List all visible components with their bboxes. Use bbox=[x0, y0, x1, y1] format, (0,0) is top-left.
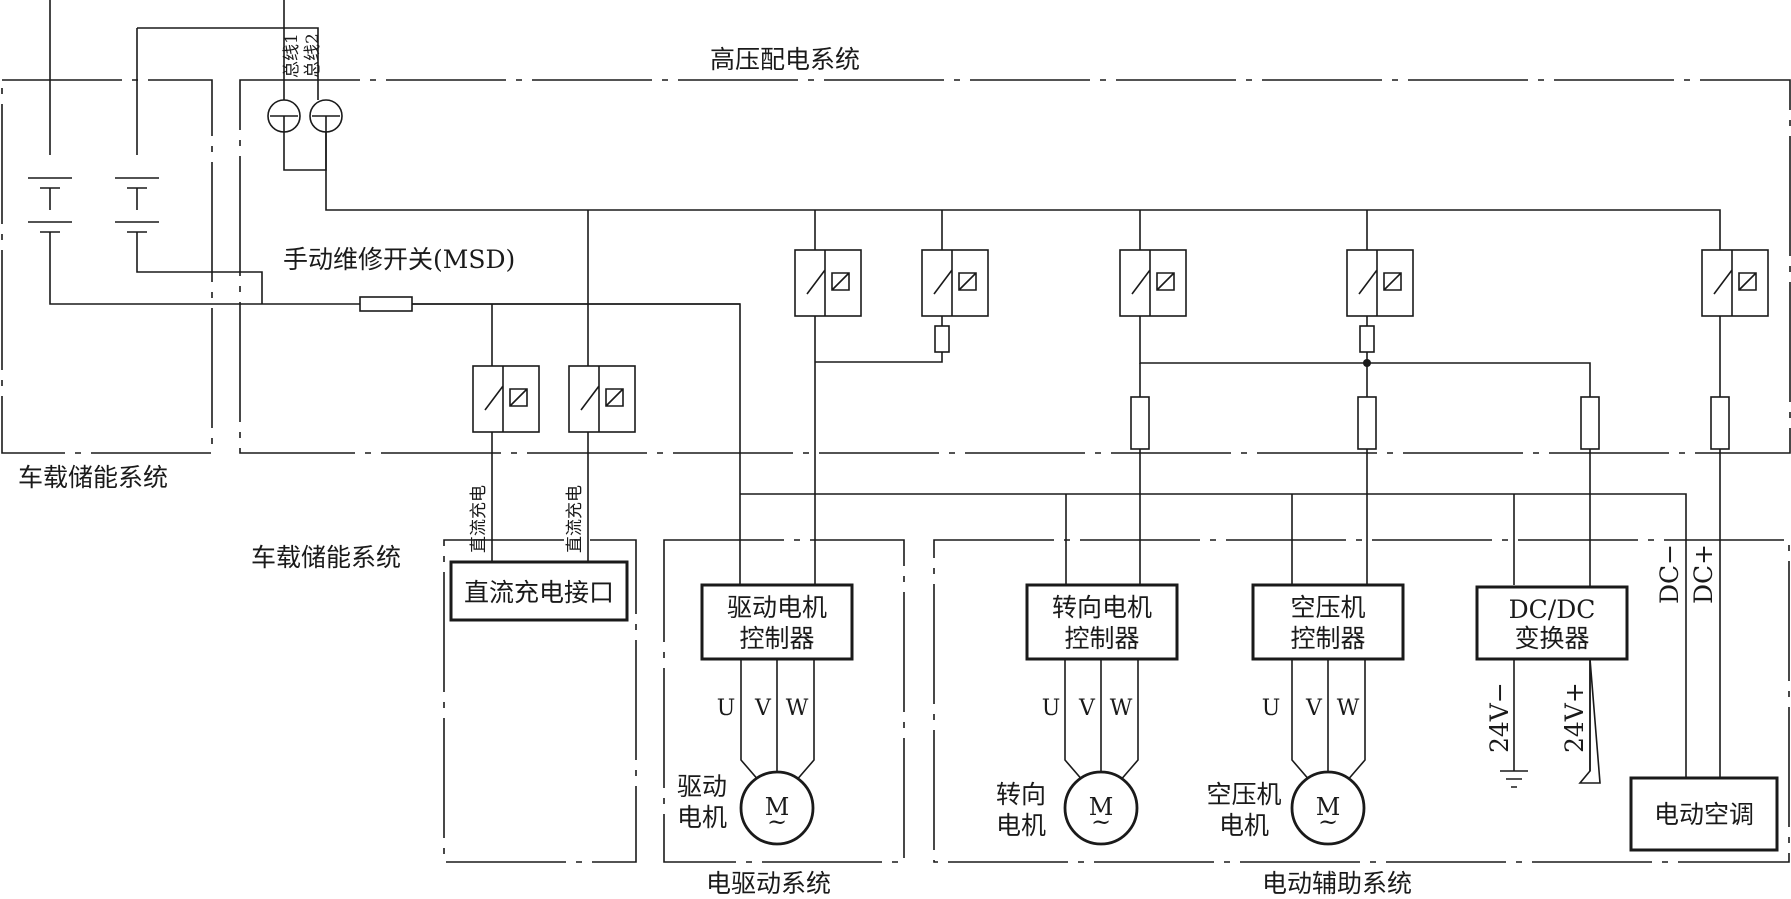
drive-system-title: 电驱动系统 bbox=[706, 869, 831, 898]
supply-arrow-icon bbox=[1578, 658, 1601, 784]
storage-title-top: 车载储能系统 bbox=[18, 463, 168, 492]
hv-negative-bus bbox=[740, 493, 1687, 778]
drive-motor-symbol: M bbox=[765, 793, 790, 821]
precharge-link-drive bbox=[815, 352, 943, 363]
storage-title-bottom: 车载储能系统 bbox=[251, 543, 401, 572]
msd-fuse bbox=[359, 296, 413, 312]
steer-motor-symbol: M bbox=[1089, 793, 1114, 821]
comp-motor-symbol: M bbox=[1316, 793, 1341, 821]
hv-distribution-title: 高压配电系统 bbox=[710, 45, 860, 74]
hv-distribution-boundary bbox=[239, 79, 1791, 454]
dcdc-converter-box bbox=[1475, 585, 1629, 661]
aux-system-boundary bbox=[933, 539, 1790, 863]
dcdc-line2: 变换器 bbox=[1514, 624, 1589, 653]
bus-link bbox=[283, 132, 327, 171]
ground-icon bbox=[1500, 659, 1528, 788]
contactor-aux-precharge bbox=[1346, 249, 1414, 317]
dc-charge-label-2: 直流充电 bbox=[565, 485, 585, 553]
storage-system-boundary bbox=[1, 79, 213, 454]
steer-motor-name-line1: 转向 bbox=[996, 780, 1046, 809]
contactor-drive-precharge bbox=[921, 249, 989, 317]
ac-unit-label: 电动空调 bbox=[1654, 800, 1754, 829]
drive-system-boundary bbox=[663, 539, 905, 863]
v24-plus-label: 24V+ bbox=[1560, 682, 1589, 753]
dcdc-line1: DC/DC bbox=[1509, 595, 1596, 624]
steer-motor-tilde: ~ bbox=[1091, 808, 1111, 836]
hv-positive-bus bbox=[325, 132, 1721, 250]
battery-pack-2 bbox=[115, 27, 319, 304]
contactor-ac bbox=[1701, 249, 1769, 317]
compressor-controller-box bbox=[1251, 583, 1405, 661]
compressor-motor bbox=[1290, 659, 1366, 846]
bus-label-2: 总线2 bbox=[303, 33, 323, 78]
steer-controller-line2: 控制器 bbox=[1064, 624, 1139, 653]
ac-dc-minus-label: DC− bbox=[1655, 544, 1684, 604]
contactor-drive bbox=[794, 249, 862, 317]
drive-motor-name-line1: 驱动 bbox=[677, 772, 727, 801]
fuse-ac bbox=[1710, 396, 1730, 450]
compressor-controller-line2: 控制器 bbox=[1290, 624, 1365, 653]
msd-label: 手动维修开关(MSD) bbox=[283, 245, 515, 274]
ac-dc-plus-label: DC+ bbox=[1689, 544, 1718, 604]
dc-charge-boundary bbox=[443, 539, 637, 863]
drive-controller-box bbox=[700, 583, 854, 661]
steer-phase-v: V bbox=[1078, 696, 1096, 721]
comp-phase-v: V bbox=[1305, 696, 1323, 721]
steer-motor bbox=[1063, 659, 1139, 846]
steer-phase-u: U bbox=[1042, 696, 1061, 721]
comp-phase-w: W bbox=[1337, 696, 1360, 721]
dc-charge-label-1: 直流充电 bbox=[469, 485, 489, 553]
steer-controller-box bbox=[1025, 583, 1179, 661]
bus-label-1: 总线1 bbox=[282, 33, 302, 78]
fuse-dcdc bbox=[1580, 396, 1600, 450]
precharge-resistor-drive bbox=[934, 325, 950, 353]
precharge-resistor-aux bbox=[1359, 325, 1375, 353]
drive-motor bbox=[739, 659, 815, 846]
drive-controller-line2: 控制器 bbox=[739, 624, 814, 653]
fuse-compressor bbox=[1357, 396, 1377, 450]
dc-charge-port-label: 直流充电接口 bbox=[464, 578, 614, 607]
drive-motor-name-line2: 电机 bbox=[677, 803, 727, 832]
steer-motor-name-line2: 电机 bbox=[996, 811, 1046, 840]
steer-phase-w: W bbox=[1110, 696, 1133, 721]
drive-motor-tilde: ~ bbox=[767, 808, 787, 836]
compressor-controller-line1: 空压机 bbox=[1290, 593, 1365, 622]
dc-charge-port-box bbox=[449, 560, 629, 622]
ac-unit-box bbox=[1629, 776, 1779, 852]
aux-system-title: 电动辅助系统 bbox=[1262, 869, 1412, 898]
comp-motor-tilde: ~ bbox=[1318, 808, 1338, 836]
fuse-steer bbox=[1130, 396, 1150, 450]
drive-controller-line1: 驱动电机 bbox=[727, 593, 827, 622]
drive-phase-v: V bbox=[754, 696, 772, 721]
contactor-dc-charge-1 bbox=[472, 365, 540, 433]
drive-phase-u: U bbox=[717, 696, 736, 721]
contactor-dc-charge-2 bbox=[568, 365, 636, 433]
comp-phase-u: U bbox=[1262, 696, 1281, 721]
v24-minus-label: 24V− bbox=[1485, 682, 1514, 753]
comp-motor-name-line1: 空压机 bbox=[1206, 780, 1281, 809]
drive-phase-w: W bbox=[786, 696, 809, 721]
bus-connector-1 bbox=[267, 99, 301, 133]
comp-motor-name-line2: 电机 bbox=[1219, 811, 1269, 840]
contactor-steer bbox=[1119, 249, 1187, 317]
bus-connector-2 bbox=[309, 99, 343, 133]
steer-controller-line1: 转向电机 bbox=[1052, 593, 1152, 622]
